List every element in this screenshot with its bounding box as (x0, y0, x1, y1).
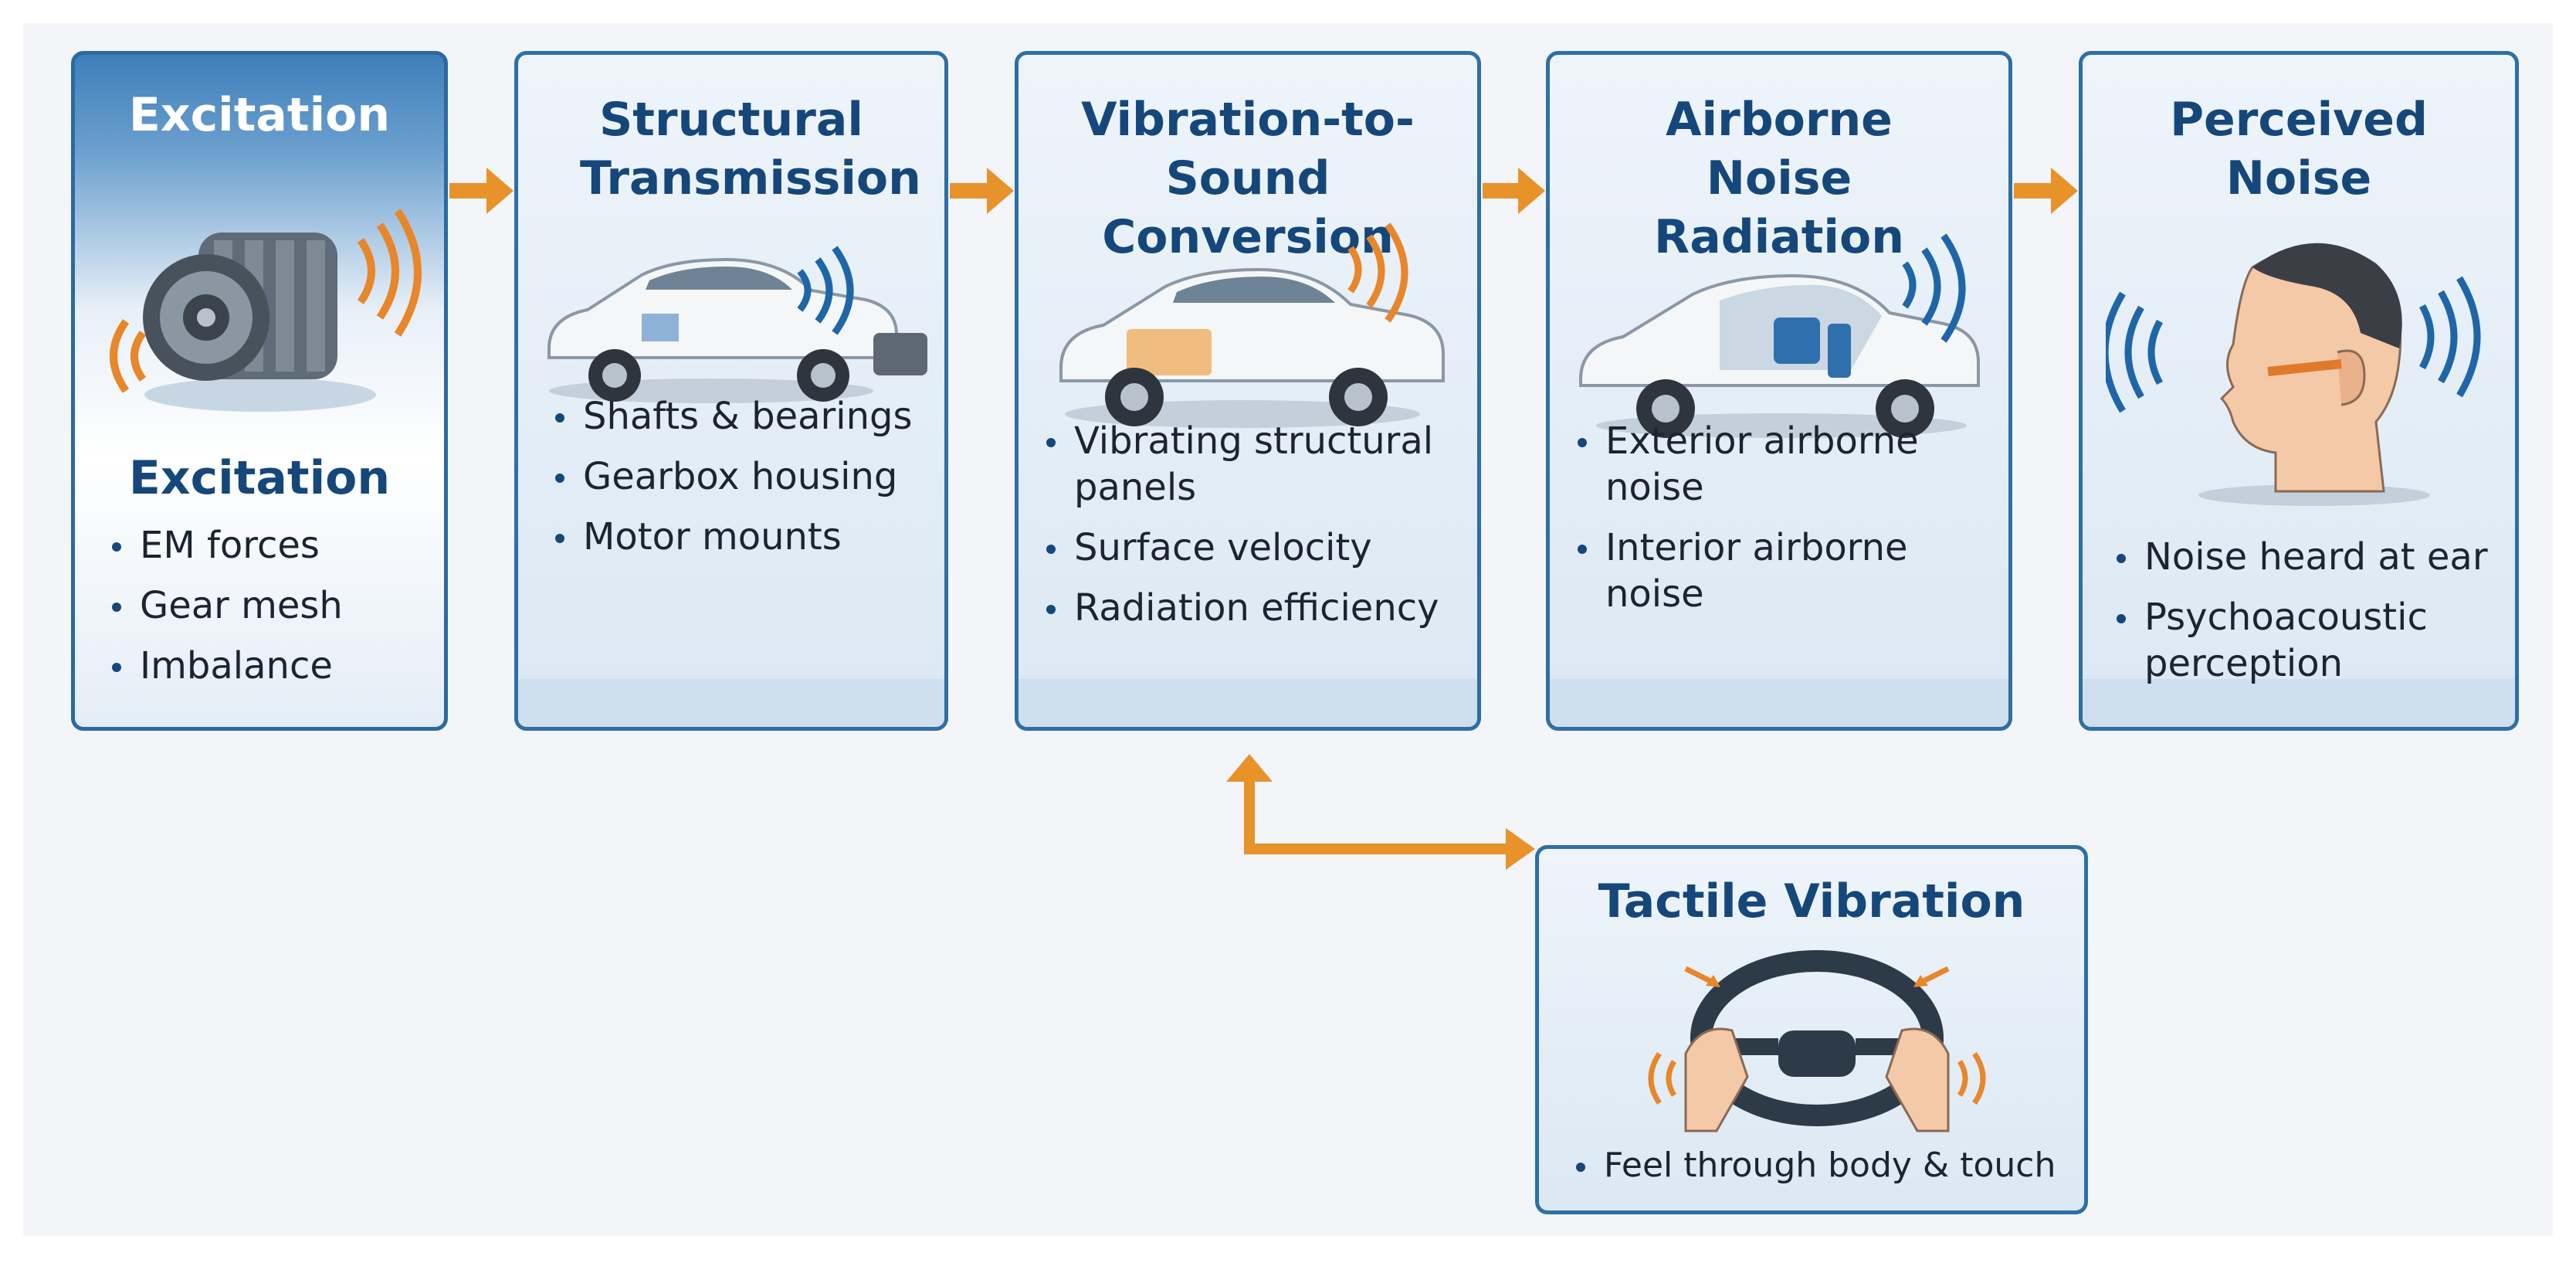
stage-title: Vibration-to- Sound Conversion (1081, 93, 1415, 264)
tactile-vibration-box: Tactile Vibration Feel through body & to… (1535, 845, 2088, 1214)
box-footer (1019, 679, 1477, 727)
stage-vibration-to-sound: Vibration-to- Sound Conversion Vibrating… (1015, 51, 1481, 731)
bullet-list: Feel through body & touch (1570, 1142, 2056, 1203)
bullet-item: Feel through body & touch (1570, 1142, 2056, 1189)
bullet-item: EM forces (106, 522, 343, 569)
box-footer (518, 679, 944, 727)
bullet-item: Gearbox housing (549, 453, 913, 500)
bullet-item: Motor mounts (549, 514, 913, 560)
bullet-item: Shafts & bearings (549, 393, 913, 440)
stage-title: Perceived Noise (2170, 93, 2428, 205)
arrow-right-icon (449, 168, 514, 214)
car-interior-icon (1579, 233, 1980, 438)
bullet-list: Noise heard at ear Psychoacoustic percep… (2110, 534, 2512, 701)
stage-title: Excitation (128, 88, 391, 142)
bullet-item: Exterior airborne noise (1571, 418, 1937, 511)
tactile-title: Tactile Vibration (1598, 874, 2025, 929)
bullet-item: Psychoacoustic perception (2110, 594, 2469, 687)
arrow-right-icon (950, 168, 1014, 214)
bullet-list: Exterior airborne noise Interior airborn… (1571, 418, 2004, 631)
box-footer (2083, 679, 2515, 727)
stage-subtitle: Excitation (128, 451, 391, 505)
arrow-right-icon (1483, 168, 1545, 214)
stage-title: Airborne Noise Radiation (1654, 93, 1904, 264)
stage-perceived-noise: Perceived Noise Noise heard at ear Psych… (2079, 51, 2519, 731)
steering-wheel-icon (1648, 950, 1986, 1132)
car-drivetrain-icon (547, 246, 927, 403)
bullet-item: Radiation efficiency (1040, 585, 1473, 631)
box-footer (1550, 679, 2008, 727)
branch-arrow-icon (1226, 754, 1535, 870)
bullet-item: Surface velocity (1040, 525, 1473, 571)
stage-airborne-noise: Airborne Noise Radiation Exterior airbor… (1546, 51, 2012, 731)
stage-excitation: Excitation Excitation EM forces Gear mes… (71, 51, 448, 731)
bullet-list: Vibrating structural panels Surface velo… (1040, 418, 1473, 645)
bullet-item: Gear mesh (106, 582, 343, 629)
bullet-list: Shafts & bearings Gearbox housing Motor … (549, 393, 913, 574)
motor-icon (110, 209, 422, 412)
arrow-right-icon (2014, 168, 2078, 214)
car-panels-icon (1059, 222, 1445, 428)
stage-structural-transmission: Structural Transmission Shafts & bearing… (514, 51, 948, 731)
bullet-item: Vibrating structural panels (1040, 418, 1473, 511)
head-ear-icon (2106, 243, 2481, 506)
bullet-item: Interior airborne noise (1571, 525, 1937, 617)
bullet-list: EM forces Gear mesh Imbalance (106, 522, 343, 703)
bullet-item: Imbalance (106, 643, 343, 689)
bullet-item: Noise heard at ear (2110, 534, 2512, 580)
stage-title: Structural Transmission (580, 93, 921, 205)
